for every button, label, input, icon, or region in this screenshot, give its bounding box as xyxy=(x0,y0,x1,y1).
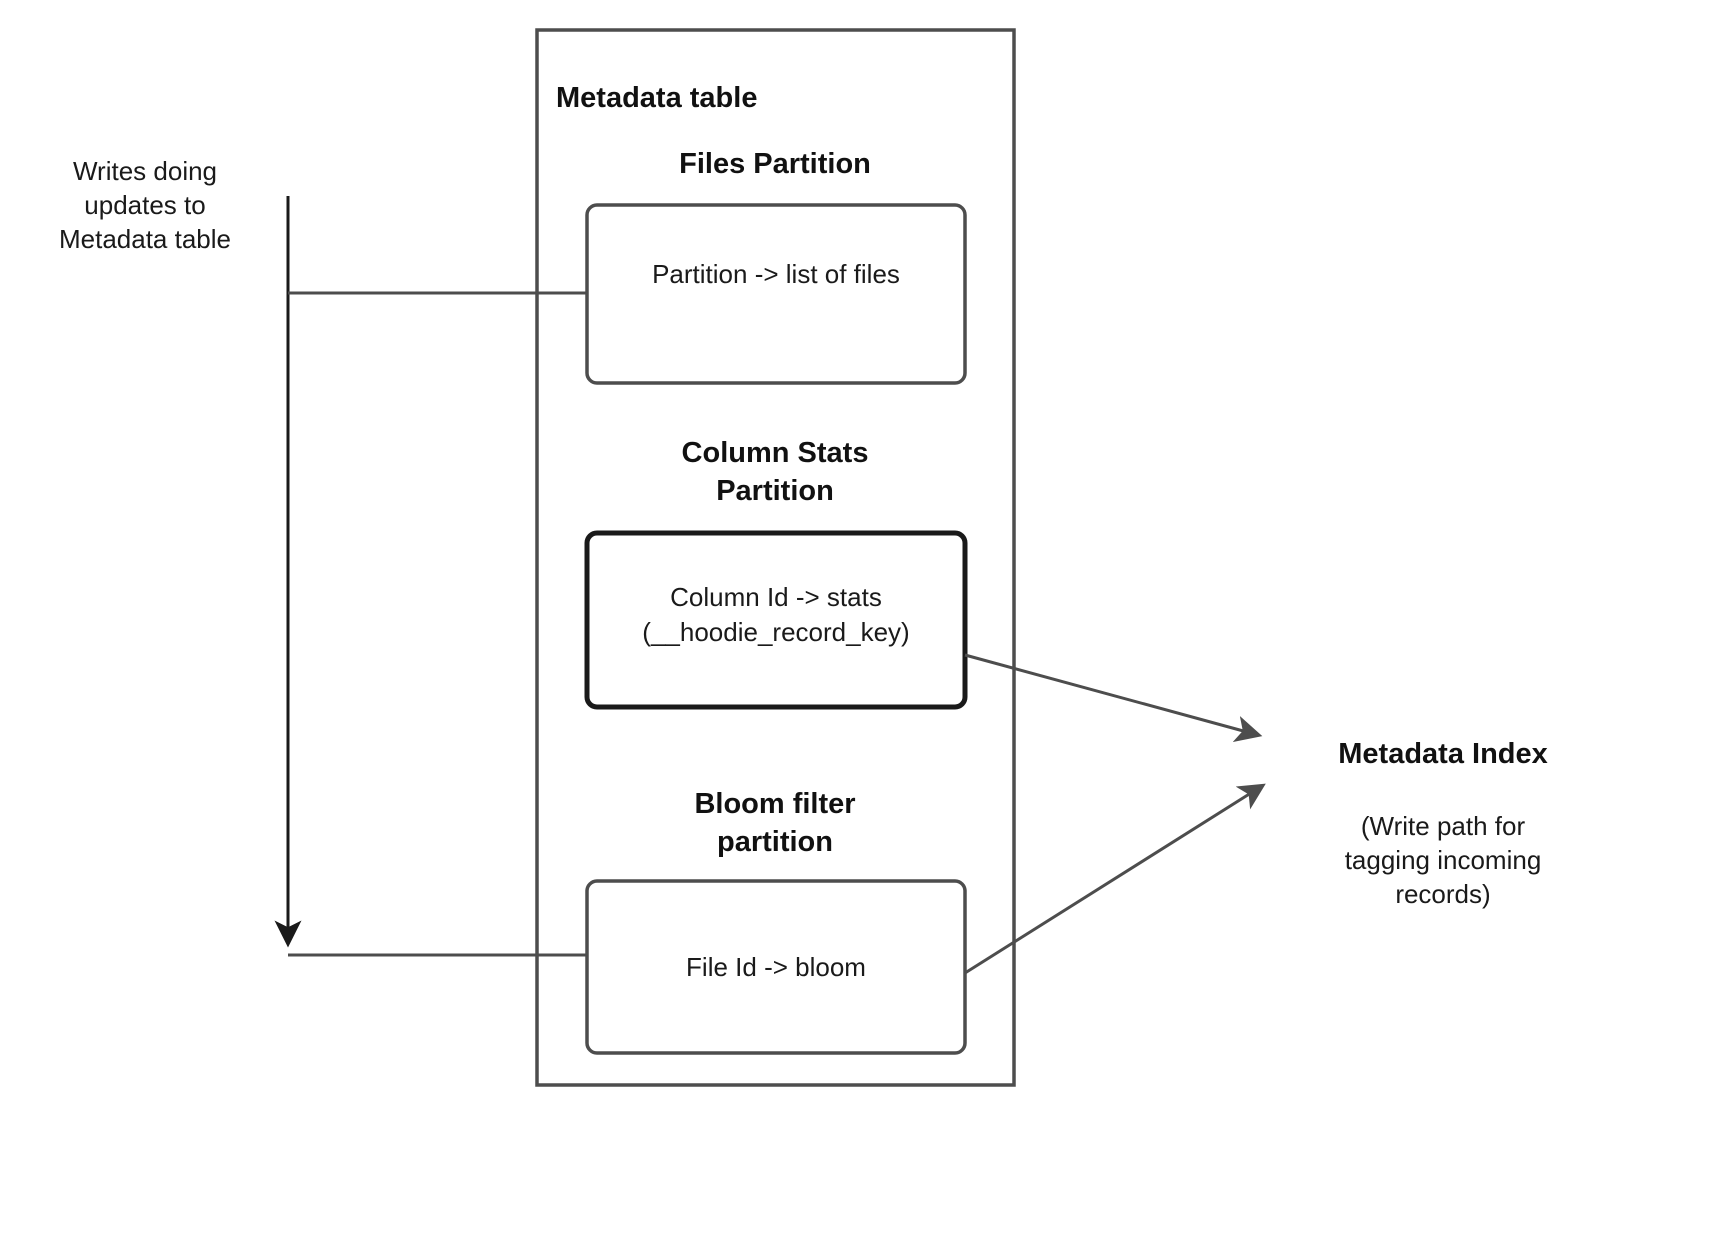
writes-annotation-label: Writes doing updates to Metadata table xyxy=(58,156,231,254)
metadata-index-subtitle: (Write path for tagging incoming records… xyxy=(1344,811,1542,909)
files-partition-box xyxy=(585,203,967,385)
files-partition-box-text: Partition -> list of files xyxy=(652,259,900,289)
column-stats-partition-box-text: Column Id -> stats (__hoodie_record_key) xyxy=(642,582,910,647)
bloom-filter-to-index-arrow xyxy=(964,783,1266,975)
bloom-filter-partition-box-text: File Id -> bloom xyxy=(686,952,866,982)
column-stats-partition-heading: Column Stats Partition xyxy=(681,437,869,507)
bloom-filter-partition-heading: Bloom filter partition xyxy=(694,788,856,858)
metadata-index-title: Metadata Index xyxy=(1338,738,1548,770)
metadata-table-container xyxy=(535,28,1016,1087)
metadata-table-title: Metadata table xyxy=(556,82,758,114)
files-partition-heading: Files Partition xyxy=(679,148,871,180)
column-stats-to-index-arrow xyxy=(964,653,1263,743)
